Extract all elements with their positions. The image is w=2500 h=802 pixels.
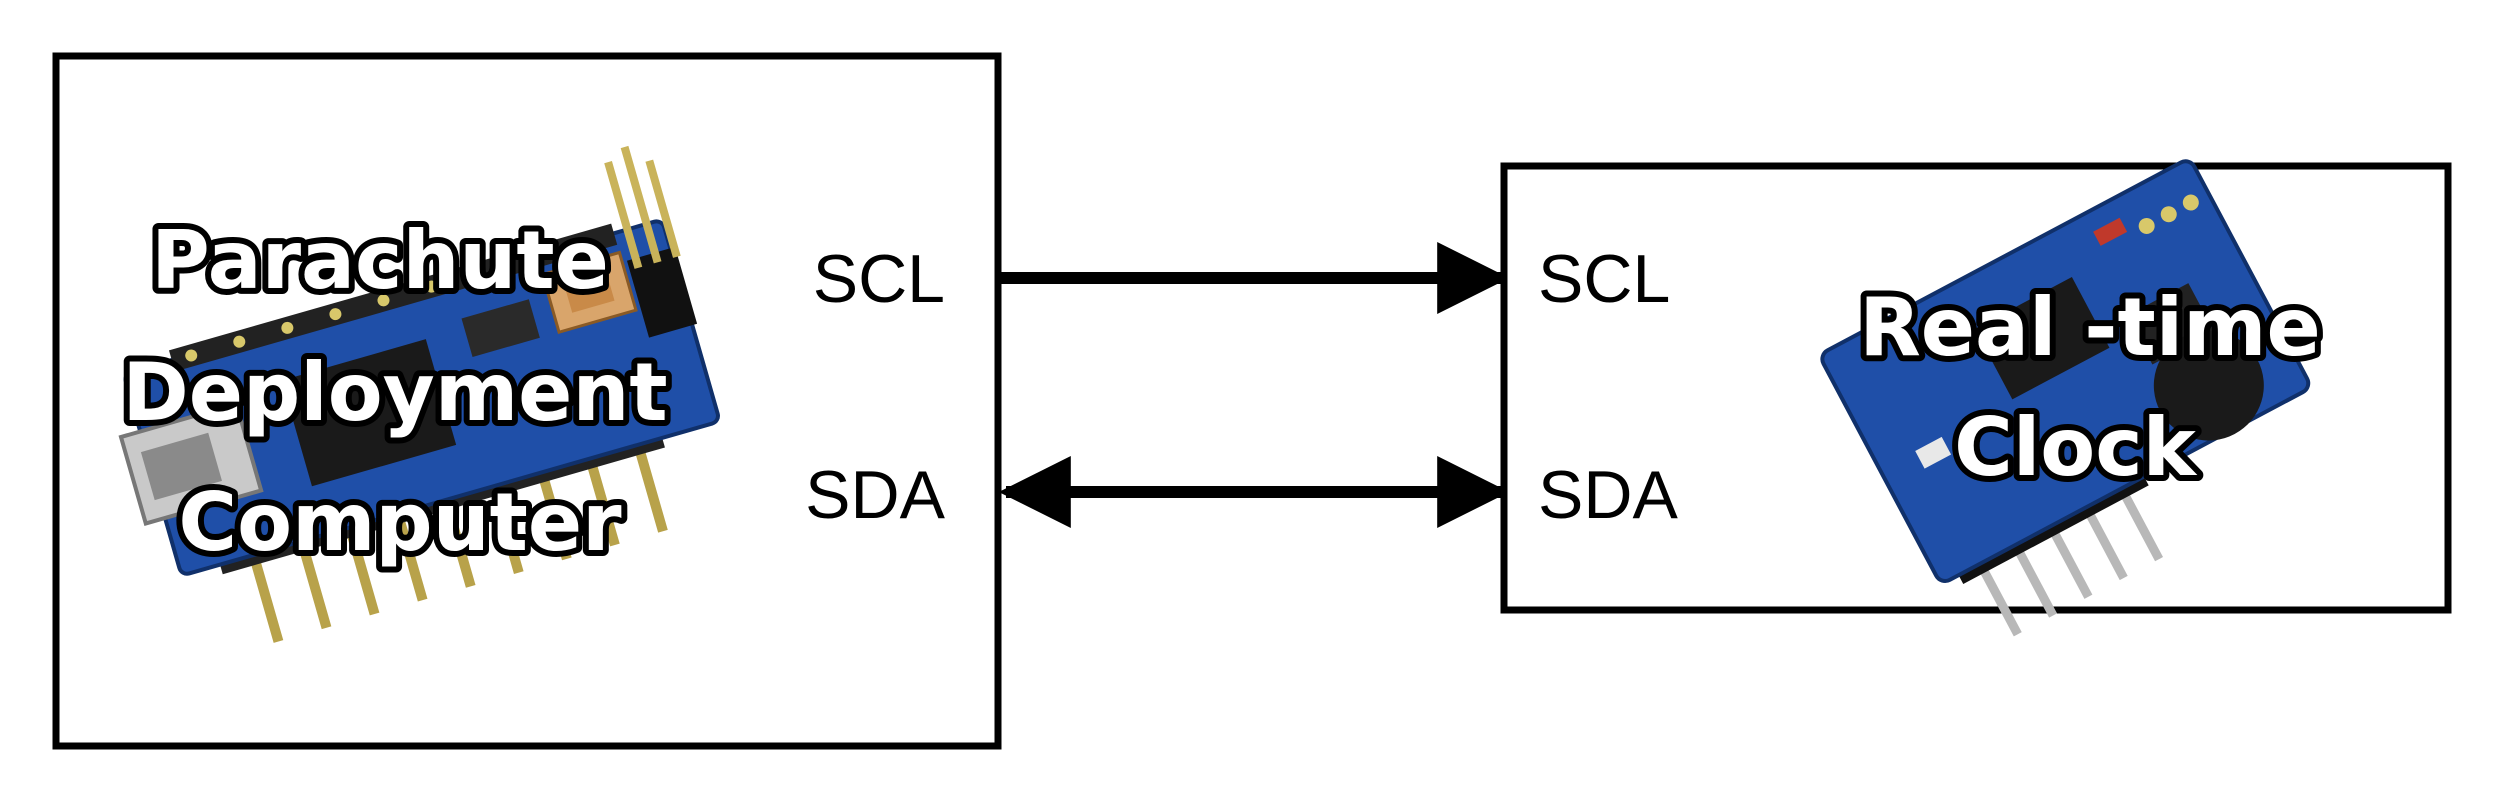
- right-sda-label: SDA: [1538, 457, 1678, 533]
- rtc-title-line-2: Clock: [1954, 401, 2198, 494]
- rtc-block: SCL SDA: [1500, 159, 2452, 637]
- left-sda-label: SDA: [805, 457, 945, 533]
- connections: [998, 242, 1510, 528]
- left-scl-label: SCL: [813, 241, 945, 317]
- parachute-computer-title-line-1: Parachute: [151, 214, 609, 307]
- parachute-computer-title-line-2: Deployment: [122, 346, 667, 439]
- right-scl-label: SCL: [1538, 241, 1670, 317]
- parachute-computer-block: Parachute Deployment Computer SCL SDA: [52, 52, 1002, 750]
- rtc-title-line-1: Real -time: [1859, 281, 2321, 374]
- rtc-module-board-icon: [1820, 159, 2311, 637]
- parachute-computer-title-line-3: Computer: [178, 476, 622, 569]
- arduino-nano-board-icon: [118, 145, 720, 643]
